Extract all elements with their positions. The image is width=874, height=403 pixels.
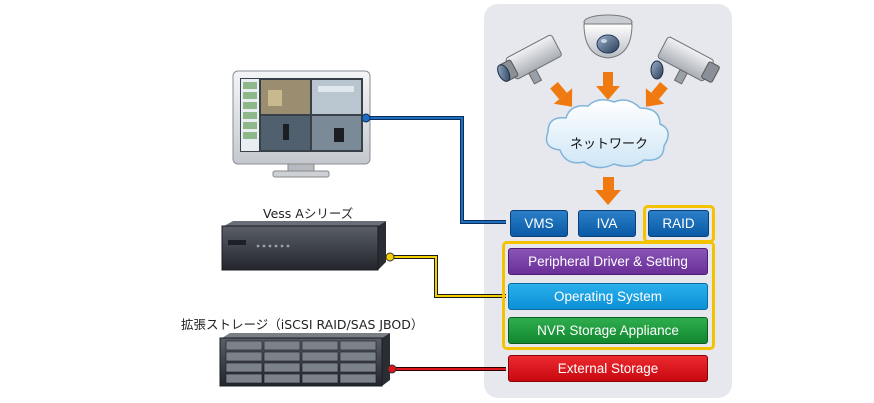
arrow-center-icon bbox=[596, 72, 620, 100]
peripheral-driver-block: Peripheral Driver & Setting bbox=[508, 248, 708, 275]
vms-block: VMS bbox=[510, 210, 568, 237]
camera-right-icon bbox=[650, 36, 720, 85]
raid-block: RAID bbox=[648, 210, 709, 237]
nvr-storage-appliance-block: NVR Storage Appliance bbox=[508, 317, 708, 344]
nvr-connection-line bbox=[385, 252, 506, 298]
camera-left-icon bbox=[497, 34, 562, 85]
iva-block: IVA bbox=[578, 210, 636, 237]
external-storage-block: External Storage bbox=[508, 355, 708, 382]
monitor-icon bbox=[232, 70, 371, 178]
appliance-frame bbox=[502, 241, 715, 350]
arrow-down-icon bbox=[595, 177, 621, 205]
storage-connection-line bbox=[387, 364, 506, 374]
vess-nvr-device-icon bbox=[221, 221, 386, 271]
network-cloud-icon bbox=[545, 99, 669, 169]
network-label: ネットワーク bbox=[570, 137, 649, 152]
expansion-storage-label: 拡張ストレージ（iSCSI RAID/SAS JBOD） bbox=[181, 317, 424, 332]
vess-series-label: Vess Aシリーズ bbox=[263, 206, 354, 221]
arrow-right-icon bbox=[645, 82, 668, 107]
operating-system-block: Operating System bbox=[508, 283, 708, 310]
arrow-left-icon bbox=[550, 82, 573, 107]
storage-enclosure-icon bbox=[219, 333, 390, 387]
monitor-connection-line bbox=[361, 113, 506, 224]
dome-camera-icon bbox=[583, 14, 633, 59]
